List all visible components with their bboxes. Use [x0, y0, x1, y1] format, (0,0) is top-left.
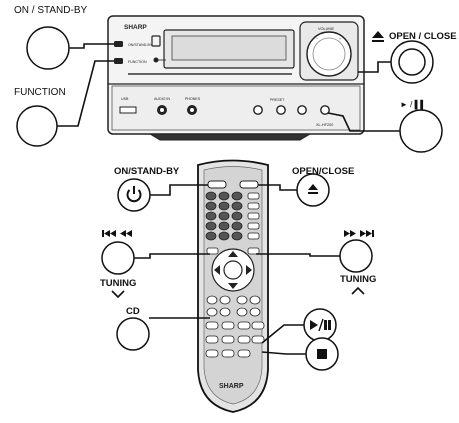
skip-forward-icon — [344, 230, 374, 237]
tuning-left-label: TUNING — [100, 278, 136, 289]
remote-control: SHARP — [197, 159, 269, 413]
tuning-right-label: TUNING — [340, 274, 376, 285]
volume-knob[interactable] — [306, 31, 352, 77]
remote-keypad[interactable] — [205, 191, 243, 241]
cd-remote-callout — [116, 317, 150, 351]
chevron-down-icon — [111, 290, 125, 299]
unit-function-label: FUNCTION — [128, 60, 147, 64]
skip-back-remote-callout — [101, 241, 135, 275]
on-standby-top-callout — [26, 26, 70, 70]
main-unit: SHARP ON/STAND-BY FUNCTION VOLUME − + US… — [107, 15, 365, 141]
eject-remote-icon — [308, 184, 318, 190]
play-pause-top-callout — [399, 109, 443, 153]
unit-stop-button[interactable] — [297, 105, 307, 115]
on-standby-remote-label: ON/STAND-BY — [114, 166, 180, 177]
unit-model-label: XL-HF200 — [316, 123, 333, 127]
chevron-up-icon — [351, 286, 365, 295]
skip-forward-remote-callout — [339, 239, 373, 273]
unit-play-pause-button[interactable] — [320, 105, 330, 115]
unit-volume-label: VOLUME — [318, 27, 335, 31]
eject-icon — [372, 31, 384, 38]
play-pause-icon — [310, 318, 331, 332]
usb-port[interactable] — [119, 106, 137, 114]
open-close-top-label: OPEN / CLOSE — [389, 31, 457, 42]
unit-brand: SHARP — [124, 24, 147, 31]
stop-icon — [317, 349, 327, 359]
svg-text:−: − — [316, 37, 318, 41]
unit-usb-label: USB — [121, 97, 129, 101]
cd-label: CD — [126, 306, 140, 317]
unit-disc-indicator-icon — [151, 35, 161, 47]
open-close-remote-label: OPEN/CLOSE — [292, 166, 354, 177]
play-pause-remote-callout — [303, 308, 337, 342]
skip-back-icon — [102, 230, 132, 237]
remote-enter-button[interactable] — [223, 260, 243, 280]
unit-skip-back-button[interactable] — [253, 105, 263, 115]
unit-phones-label: PHONES — [185, 97, 201, 101]
function-top-callout — [16, 105, 58, 147]
remote-brand: SHARP — [219, 383, 244, 390]
unit-standby-button[interactable] — [114, 41, 123, 47]
power-icon — [126, 186, 142, 203]
unit-skip-forward-button[interactable] — [276, 105, 286, 115]
svg-text:+: + — [339, 37, 341, 41]
play-pause-top-label: ► / ▌▌ — [400, 99, 426, 110]
unit-preset-label: PRESET — [270, 98, 285, 102]
on-standby-top-label: ON / STAND-BY — [14, 5, 87, 16]
on-standby-remote-callout — [117, 178, 151, 212]
unit-standby-label: ON/STAND-BY — [128, 43, 153, 47]
function-top-label: FUNCTION — [14, 87, 66, 98]
unit-audio-in-label: AUDIO IN — [154, 97, 170, 101]
unit-function-button[interactable] — [114, 58, 123, 64]
